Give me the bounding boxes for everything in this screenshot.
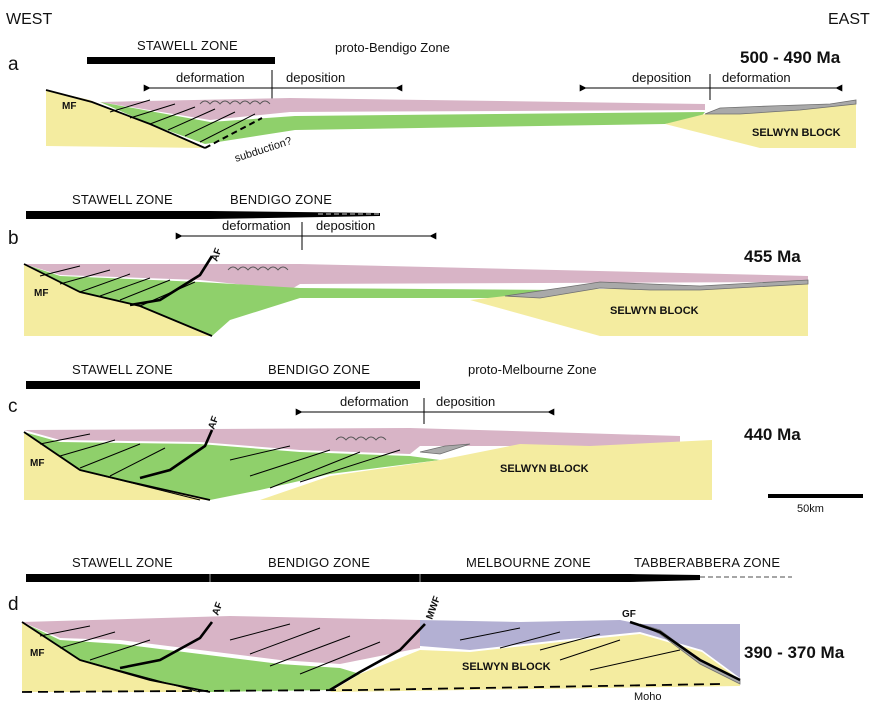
turbidite-layer-d [22, 622, 360, 692]
panel-d: d STAWELL ZONE BENDIGO ZONE MELBOURNE ZO… [8, 555, 845, 703]
gf-fault-line-d [629, 620, 741, 682]
thrust-lines-d [39, 623, 681, 675]
deposition-label-a-east: deposition [632, 70, 691, 85]
panel-b-letter: b [8, 228, 19, 249]
selwyn-block-c [260, 440, 712, 500]
zone-label-a-stawell: STAWELL ZONE [137, 38, 238, 53]
subduction-line-a [204, 117, 263, 149]
selwyn-block-label-c: SELWYN BLOCK [500, 463, 589, 475]
mf-fault-line-d [21, 621, 211, 693]
fault-label-d-gf: GF [622, 609, 636, 620]
zone-label-b-stawell: STAWELL ZONE [72, 192, 173, 207]
zone-label-c-bendigo: BENDIGO ZONE [268, 362, 370, 377]
zone-bar-d [26, 574, 700, 582]
zone-label-d-melbourne: MELBOURNE ZONE [466, 555, 591, 570]
age-label-c: 440 Ma [744, 425, 801, 444]
selwyn-block-label-a: SELWYN BLOCK [752, 127, 841, 139]
zone-label-d-stawell: STAWELL ZONE [72, 555, 173, 570]
folds-c [335, 436, 387, 441]
selwyn-block-b [470, 284, 808, 336]
deposition-label-c: deposition [436, 394, 495, 409]
fault-label-c-af: AF [206, 415, 221, 431]
zone-label-c-stawell: STAWELL ZONE [72, 362, 173, 377]
zone-bar-b [26, 211, 380, 219]
fault-label-d-mwf: MWF [424, 595, 443, 621]
panel-b: b STAWELL ZONE BENDIGO ZONE 455 Ma defor… [8, 192, 809, 337]
af-fault-line-b [129, 255, 214, 307]
east-label: EAST [828, 11, 870, 28]
deformation-label-b: deformation [222, 218, 291, 233]
basement-west-c [24, 432, 210, 500]
mf-fault-line-a [45, 89, 206, 149]
deformation-label-c: deformation [340, 394, 409, 409]
volcanic-layer-b [504, 279, 809, 299]
zone-label-c-proto-melbourne: proto-Melbourne Zone [468, 362, 597, 377]
turbidite-layer-a [100, 102, 705, 144]
deposition-label-b: deposition [316, 218, 375, 233]
fault-label-d-mf: MF [30, 648, 44, 659]
deposition-label-a-west: deposition [286, 70, 345, 85]
selwyn-block-label-d: SELWYN BLOCK [462, 661, 551, 673]
turbidite-layer-b [24, 264, 560, 336]
selwyn-block-label-b: SELWYN BLOCK [610, 305, 699, 317]
sediment-layer-a [100, 98, 705, 120]
fault-label-a-mf: MF [62, 101, 76, 112]
folds-b [227, 266, 289, 271]
sediment-layer-b [24, 264, 808, 290]
mf-fault-line-b [23, 263, 213, 337]
fault-label-c-mf: MF [30, 458, 44, 469]
volcanic-layer-a [704, 99, 857, 115]
age-label-b: 455 Ma [744, 247, 801, 266]
zone-label-d-bendigo: BENDIGO ZONE [268, 555, 370, 570]
panel-a: a STAWELL ZONE proto-Bendigo Zone 500 - … [8, 38, 857, 165]
scale-bar [768, 494, 863, 498]
basement-west-d [22, 622, 200, 692]
thrust-lines-b [39, 265, 196, 307]
deformation-label-a-east: deformation [722, 70, 791, 85]
age-label-d: 390 - 370 Ma [744, 643, 845, 662]
secondary-fault-d [79, 659, 201, 693]
basement-west-b [24, 264, 212, 336]
west-label: WEST [6, 11, 52, 28]
sediment-layer-c [24, 428, 680, 454]
deformation-label-a-west: deformation [176, 70, 245, 85]
volcanic-layer-c [419, 443, 471, 455]
selwyn-block-d [330, 634, 740, 692]
af-fault-line-d [119, 621, 214, 670]
zone-label-a-proto-bendigo: proto-Bendigo Zone [335, 40, 450, 55]
panel-c-letter: c [8, 396, 18, 417]
folds-a [199, 100, 271, 105]
af-fault-line-c [139, 429, 214, 480]
panel-d-letter: d [8, 594, 19, 615]
age-label-a: 500 - 490 Ma [740, 48, 841, 67]
moho-line-d [21, 683, 721, 693]
sediment-layer-d [22, 616, 420, 664]
basement-west-a [46, 90, 205, 148]
thrust-lines-a [109, 99, 256, 143]
zone-label-d-tabberabbera: TABBERABBERA ZONE [634, 555, 780, 570]
zone-bar-c [26, 381, 420, 389]
zone-label-b-bendigo: BENDIGO ZONE [230, 192, 332, 207]
subduction-label-a: subduction? [233, 135, 293, 165]
mwf-fault-line-d [329, 623, 426, 692]
scale-bar-label: 50km [797, 503, 824, 515]
panel-c: c STAWELL ZONE BENDIGO ZONE proto-Melbou… [8, 362, 863, 515]
panel-a-letter: a [8, 54, 19, 75]
moho-label-d: Moho [634, 691, 662, 703]
stawell-zone-bar-a [87, 57, 275, 64]
fault-label-b-mf: MF [34, 288, 48, 299]
thrust-lines-c [39, 433, 401, 489]
fault-label-d-af: AF [210, 601, 225, 617]
fault-label-b-af: AF [209, 247, 224, 263]
secondary-fault-c [79, 469, 201, 501]
